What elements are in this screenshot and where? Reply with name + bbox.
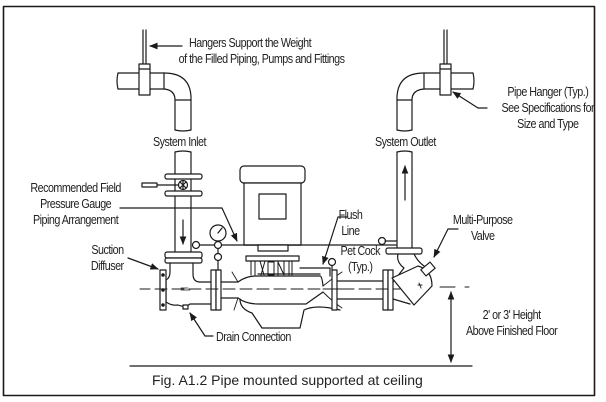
pipe-hanger-line1: Pipe Hanger (Typ.) — [507, 85, 589, 99]
pressure-gauge-line3: Piping Arrangement — [33, 213, 119, 227]
hangers-support-line2: of the Filled Piping, Pumps and Fittings — [178, 52, 345, 66]
suction-diffuser-line1: Suction — [91, 243, 124, 257]
pipe-centerline — [139, 286, 470, 290]
suction-diffuser — [159, 262, 213, 311]
hangers-support-line1: Hangers Support the Weight — [189, 36, 312, 50]
pipe-hanger-leader — [452, 91, 488, 109]
pet-cock-line2: (Typ.) — [348, 260, 373, 274]
pressure-gauge-label: Recommended Field Pressure Gauge Piping … — [24, 180, 127, 228]
flush-line-leader — [322, 216, 348, 265]
pressure-gauge-line1: Recommended Field — [30, 181, 121, 195]
figure-caption: Fig. A1.2 Pipe mounted supported at ceil… — [152, 372, 423, 388]
suction-diffuser-leader — [127, 257, 159, 270]
floor-height-line2: Above Finished Floor — [465, 324, 558, 338]
hangers-support-label: Hangers Support the Weight of the Filled… — [179, 35, 345, 67]
pet-cock-label: Pet Cock (Typ.) — [337, 243, 383, 275]
system-outlet-label: System Outlet — [375, 135, 436, 149]
pipe-hanger-line2: See Specifications for — [501, 101, 595, 115]
drain-connection-label: Drain Connection — [216, 330, 291, 344]
floor-height-label: 2' or 3' Height Above Finished Floor — [460, 307, 563, 339]
pump-motor — [239, 165, 306, 276]
pipe-hanger-line3: Size and Type — [517, 117, 579, 131]
pump-volute — [231, 267, 343, 329]
multi-purpose-valve-line2: Valve — [470, 229, 495, 243]
multi-purpose-valve-line1: Multi-Purpose — [452, 213, 513, 227]
flush-line-line1: Flush — [338, 208, 363, 222]
pipe-hanger-label: Pipe Hanger (Typ.) See Specifications fo… — [479, 84, 606, 132]
multi-purpose-valve — [391, 253, 436, 306]
pressure-gauge-piping — [191, 224, 397, 271]
discharge-spool — [327, 257, 394, 311]
frame-border — [2, 5, 596, 397]
inlet-pipe — [141, 150, 203, 264]
flush-line-label: Flush Line — [335, 207, 366, 239]
multi-purpose-valve-label: Multi-Purpose Valve — [444, 212, 521, 244]
gauge-piping-leader — [119, 207, 238, 242]
left-ceiling-elbow — [116, 29, 192, 132]
drain-connection-leader — [189, 312, 214, 337]
pet-cock-line1: Pet Cock — [340, 244, 380, 258]
flush-line-line2: Line — [341, 224, 360, 238]
system-inlet-label: System Inlet — [153, 135, 206, 149]
suction-diffuser-line2: Diffuser — [90, 259, 124, 273]
multi-purpose-valve-leader — [433, 228, 459, 258]
suction-diffuser-label: Suction Diffuser — [72, 242, 124, 274]
floor-height-line1: 2' or 3' Height — [482, 308, 541, 322]
right-ceiling-elbow — [396, 29, 475, 132]
pressure-gauge-line2: Pressure Gauge — [40, 197, 112, 211]
outlet-pipe — [377, 150, 423, 255]
